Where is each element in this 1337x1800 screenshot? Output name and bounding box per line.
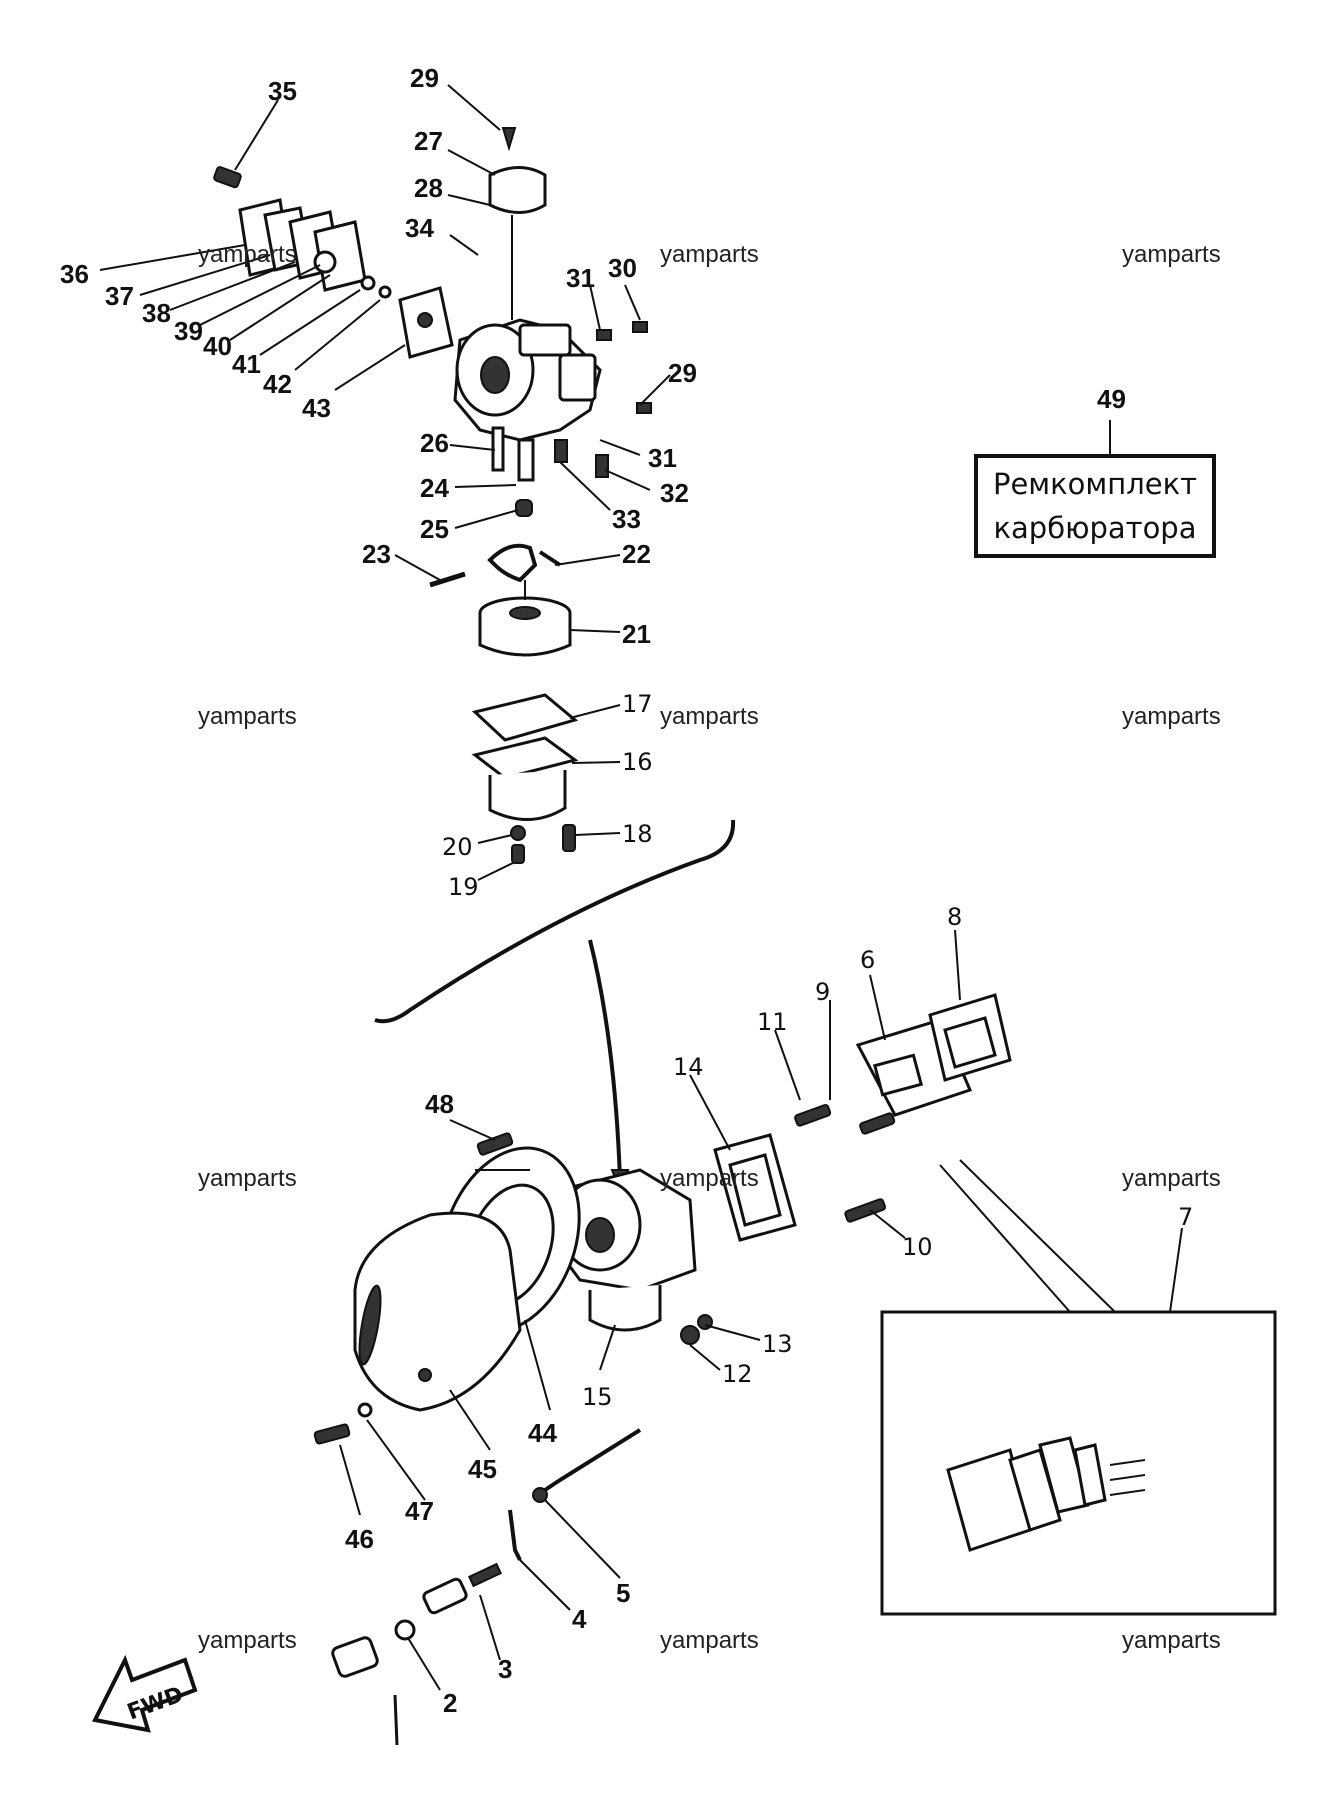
watermark: yamparts: [198, 1165, 297, 1192]
part-number-13: 13: [762, 1330, 793, 1358]
repair-kit-line1: Ремкомплект: [992, 467, 1198, 501]
lower-carburetor-assembly: [313, 993, 1277, 1746]
part-number-25: 25: [420, 514, 449, 544]
part-number-31-right: 31: [648, 443, 677, 473]
part-number-23: 23: [362, 539, 391, 569]
part-number-49: 49: [1097, 384, 1126, 414]
part-number-18: 18: [622, 820, 653, 848]
part-number-47: 47: [405, 1496, 434, 1526]
watermark: yamparts: [198, 241, 297, 268]
part-number-36: 36: [60, 259, 89, 289]
part-number-6: 6: [860, 946, 875, 974]
part-number-29-top: 29: [410, 63, 439, 93]
part-number-9: 9: [815, 978, 830, 1006]
part-number-15: 15: [582, 1383, 613, 1411]
upper-carburetor-assembly: [213, 127, 652, 864]
part-number-21: 21: [622, 619, 651, 649]
part-number-46: 46: [345, 1524, 374, 1554]
part-number-22: 22: [622, 539, 651, 569]
part-number-40: 40: [203, 331, 232, 361]
part-number-48: 48: [425, 1089, 454, 1119]
part-number-8: 8: [947, 903, 962, 931]
group-brace: [374, 819, 736, 1024]
part-number-29-right: 29: [668, 358, 697, 388]
part-number-11: 11: [757, 1008, 788, 1036]
part-number-39: 39: [174, 316, 203, 346]
watermark: yamparts: [1122, 1627, 1221, 1654]
part-number-24: 24: [420, 473, 449, 503]
part-number-17: 17: [622, 690, 653, 718]
part-number-28: 28: [414, 173, 443, 203]
watermark: yamparts: [1122, 1165, 1221, 1192]
part-number-19: 19: [448, 873, 479, 901]
part-number-35: 35: [268, 76, 297, 106]
watermark: yamparts: [1122, 703, 1221, 730]
leader-lines: [99, 84, 1183, 1691]
part-number-labels: 35 29 27 28 34 36 37 38 39 40 41 42 43 3…: [60, 63, 1193, 1718]
part-number-14: 14: [673, 1053, 704, 1081]
part-number-4: 4: [572, 1604, 587, 1634]
watermark: yamparts: [660, 241, 759, 268]
watermark: yamparts: [198, 703, 297, 730]
watermark: yamparts: [198, 1627, 297, 1654]
part-number-26: 26: [420, 428, 449, 458]
part-number-34: 34: [405, 213, 434, 243]
part-number-12: 12: [722, 1360, 753, 1388]
part-number-44: 44: [528, 1418, 557, 1448]
repair-kit-line2: карбюратора: [993, 511, 1197, 545]
part-number-5: 5: [616, 1578, 630, 1608]
part-number-2: 2: [443, 1688, 457, 1718]
watermark: yamparts: [1122, 241, 1221, 268]
part-number-42: 42: [263, 369, 292, 399]
part-number-7: 7: [1178, 1203, 1193, 1231]
part-number-16: 16: [622, 748, 653, 776]
part-number-3: 3: [498, 1654, 512, 1684]
part-number-45: 45: [468, 1454, 497, 1484]
part-number-20: 20: [442, 833, 473, 861]
watermark: yamparts: [660, 703, 759, 730]
part-number-31-top: 31: [566, 263, 595, 293]
part-number-33: 33: [612, 504, 641, 534]
part-number-27: 27: [414, 126, 443, 156]
part-number-10: 10: [902, 1233, 933, 1261]
fwd-arrow-icon: FWD: [92, 1654, 198, 1733]
watermark: yamparts: [660, 1165, 759, 1192]
part-number-32: 32: [660, 478, 689, 508]
part-number-41: 41: [232, 349, 261, 379]
part-number-30: 30: [608, 253, 637, 283]
repair-kit-box: Ремкомплект карбюратора: [974, 454, 1216, 558]
part-number-38: 38: [142, 298, 171, 328]
part-number-37: 37: [105, 281, 134, 311]
watermark: yamparts: [660, 1627, 759, 1654]
part-number-43: 43: [302, 393, 331, 423]
